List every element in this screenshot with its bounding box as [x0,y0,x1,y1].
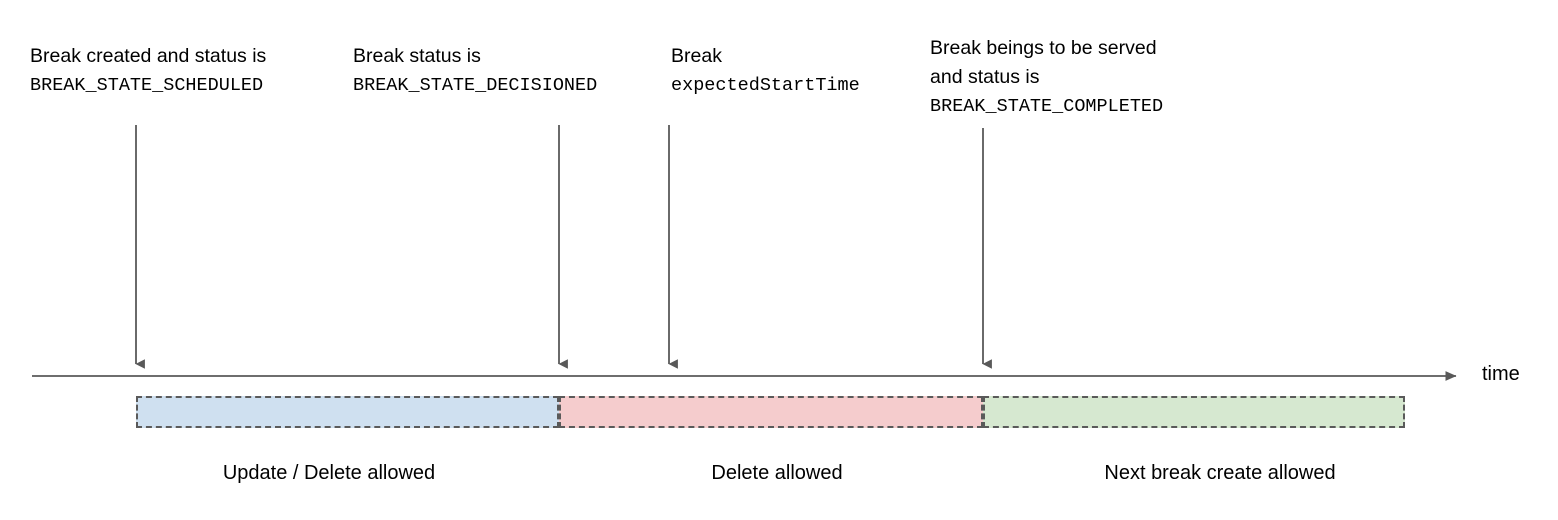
marker-label-line: BREAK_STATE_SCHEDULED [30,75,264,96]
phase-box-update-delete [136,396,559,428]
marker-arrows [135,125,992,369]
marker-label-line: expectedStartTime [671,75,860,96]
phase-caption-update-delete: Update / Delete allowed [222,462,436,484]
marker-label-line: and status is [930,66,1040,88]
marker-label-line: Break status is [353,45,481,67]
marker-label-scheduled: Break created and status is BREAK_STATE_S… [30,42,266,100]
marker-label-line: BREAK_STATE_DECISIONED [353,75,598,96]
marker-label-line: Break [671,45,722,67]
marker-label-line: BREAK_STATE_COMPLETED [930,96,1164,117]
marker-label-line: Break beings to be served [930,37,1157,59]
marker-label-expected-start-time: Break expectedStartTime [671,42,860,100]
marker-label-completed: Break beings to be served and status is BR… [930,34,1163,121]
marker-label-line: Break created and status is [30,45,267,67]
phase-box-delete-only [559,396,983,428]
time-axis-label: time [1482,363,1520,385]
phase-caption-delete-only: Delete allowed [711,462,843,484]
phase-caption-next-break-create: Next break create allowed [1104,462,1336,484]
marker-label-decisioned: Break status is BREAK_STATE_DECISIONED [353,42,597,100]
phase-box-next-break-create [983,396,1405,428]
